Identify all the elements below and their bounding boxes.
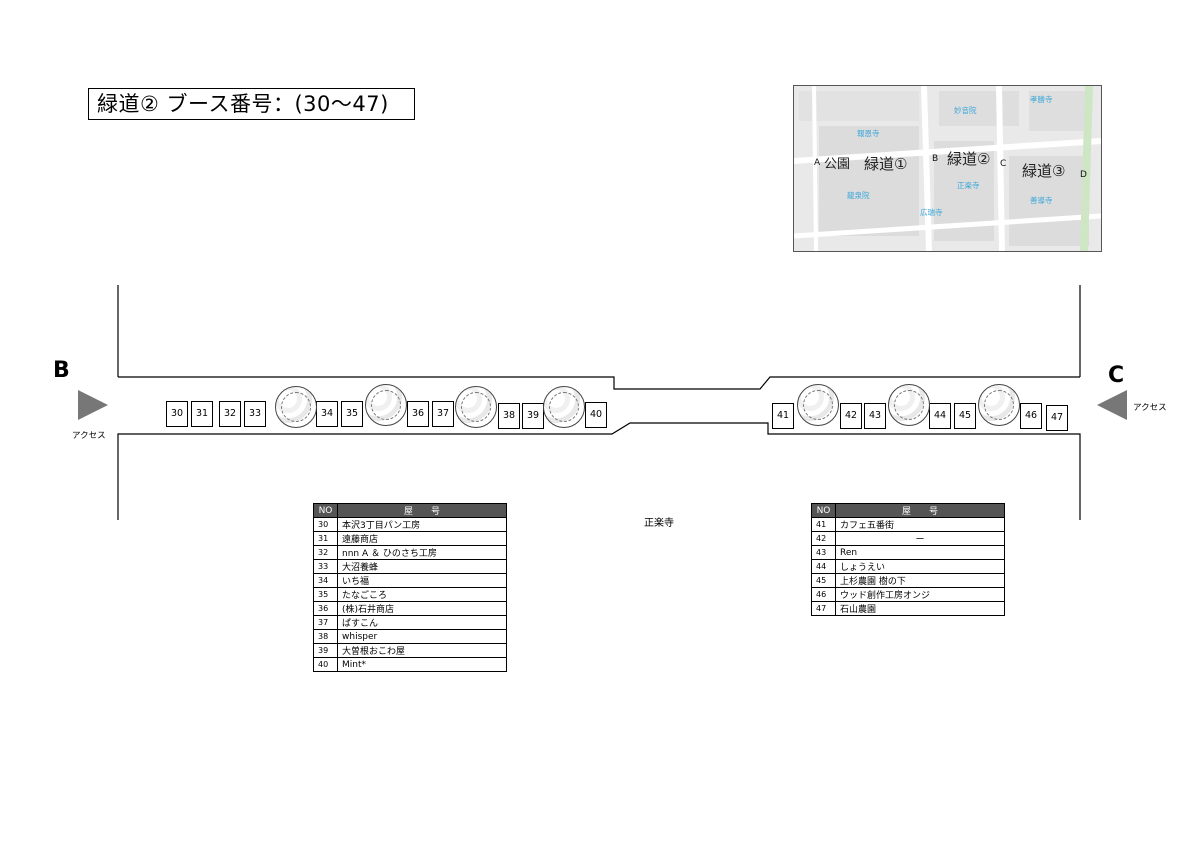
minimap-temple: 孝勝寺: [1030, 95, 1053, 104]
entrance-c-letter: C: [1108, 363, 1125, 388]
minimap-point-b: B: [932, 154, 939, 164]
minimap-temple: 妙音院: [954, 106, 977, 115]
entrance-b-access-label: アクセス: [72, 431, 106, 441]
minimap-park: 公園: [824, 157, 851, 172]
minimap-temple: 善導寺: [1030, 196, 1053, 205]
overview-minimap: A 公園 緑道① B 緑道② C 緑道③ D 報恩寺 龍泉院 正楽寺 広瑞寺 妙…: [793, 85, 1102, 252]
booth: 36: [407, 401, 429, 427]
table-row: 36(株)石井商店: [313, 601, 507, 616]
minimap-point-a: A: [814, 158, 821, 168]
booth: 43: [864, 403, 886, 429]
booth: 47: [1046, 405, 1068, 431]
tree-icon: [455, 386, 497, 428]
booth: 40: [585, 402, 607, 428]
booth: 39: [522, 403, 544, 429]
booth: 42: [840, 403, 862, 429]
booth: 38: [498, 403, 520, 429]
minimap-ryokudo3: 緑道③: [1022, 162, 1066, 180]
page-title: 緑道② ブース番号：(30～47): [88, 88, 415, 120]
column-header-no: NO: [313, 503, 338, 518]
booth: 45: [954, 403, 976, 429]
entrance-b-letter: B: [53, 358, 70, 383]
tree-icon: [978, 384, 1020, 426]
tree-icon: [365, 384, 407, 426]
minimap-ryokudo1: 緑道①: [864, 155, 908, 173]
tree-icon: [797, 384, 839, 426]
minimap-ryokudo2: 緑道②: [947, 150, 991, 168]
booth: 30: [166, 401, 188, 427]
minimap-point-d: D: [1080, 170, 1087, 180]
booth: 33: [244, 401, 266, 427]
booth: 46: [1020, 403, 1042, 429]
column-header-name: 屋 号: [835, 503, 1005, 518]
booth: 44: [929, 403, 951, 429]
booth: 37: [432, 401, 454, 427]
booth: 35: [341, 401, 363, 427]
column-header-name: 屋 号: [337, 503, 507, 518]
access-arrow-right-icon: [78, 390, 108, 420]
booth: 34: [316, 401, 338, 427]
booth: 32: [219, 401, 241, 427]
booth: 41: [772, 403, 794, 429]
booth: 31: [191, 401, 213, 427]
minimap-temple: 広瑞寺: [920, 208, 943, 217]
tree-icon: [888, 384, 930, 426]
column-header-no: NO: [811, 503, 836, 518]
entrance-c-access-label: アクセス: [1133, 403, 1167, 413]
minimap-temple: 正楽寺: [957, 181, 980, 190]
tree-icon: [275, 386, 317, 428]
access-arrow-left-icon: [1097, 390, 1127, 420]
temple-label: 正楽寺: [644, 518, 674, 529]
minimap-streets: [794, 86, 1101, 251]
tree-icon: [543, 386, 585, 428]
minimap-temple: 報恩寺: [857, 129, 880, 138]
minimap-temple: 龍泉院: [847, 191, 870, 200]
minimap-point-c: C: [1000, 159, 1007, 169]
